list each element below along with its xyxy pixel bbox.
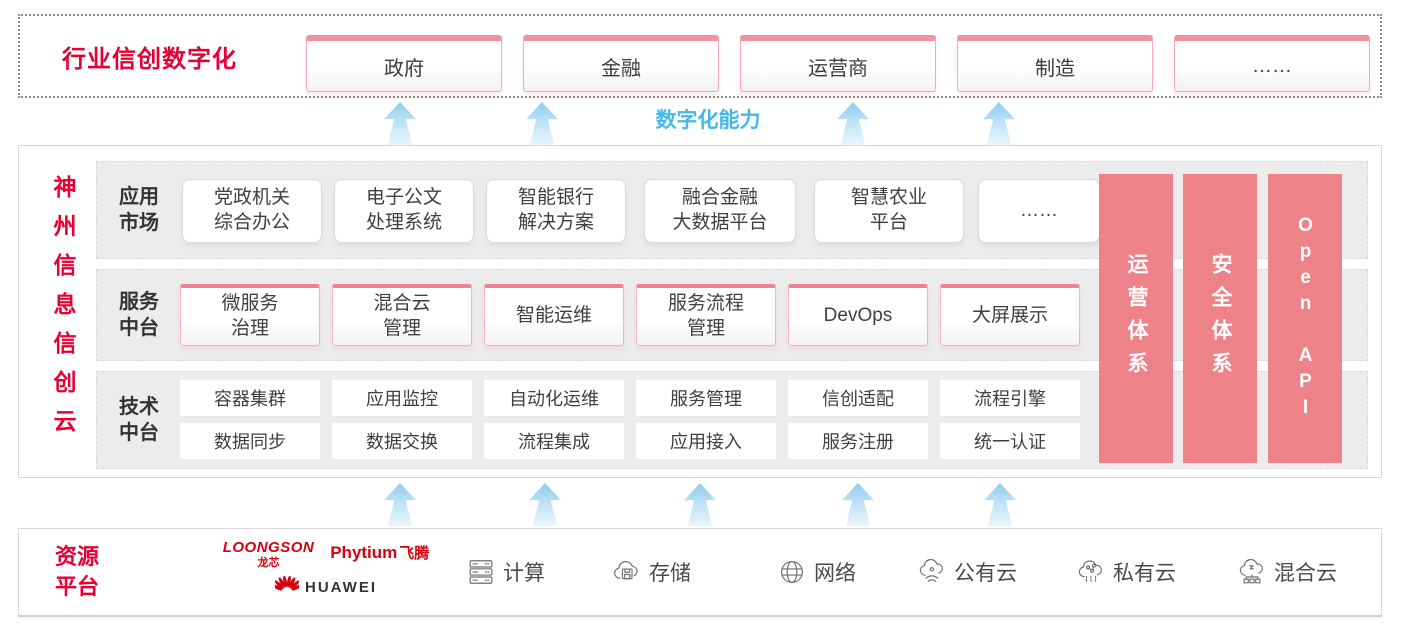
pillar-security: 安全体系 xyxy=(1183,174,1257,463)
up-arrow-icon xyxy=(529,483,561,526)
pillar-operations: 运营体系 xyxy=(1099,174,1173,463)
tech-card: 流程集成 xyxy=(484,423,624,459)
app-card: 电子公文 处理系统 xyxy=(334,179,474,243)
tech-card: 统一认证 xyxy=(940,423,1080,459)
tech-card: 应用监控 xyxy=(332,380,472,416)
tech-middle-panel: 技术 中台 容器集群 应用监控 自动化运维 服务管理 信创适配 流程引擎 数据同… xyxy=(96,371,1368,469)
storage-icon xyxy=(612,557,642,587)
app-card: 党政机关 综合办公 xyxy=(182,179,322,243)
tech-card: 服务注册 xyxy=(788,423,928,459)
huawei-logo: HUAWEI xyxy=(271,575,377,600)
pillar-open-api: Open API xyxy=(1268,174,1342,463)
up-arrow-icon xyxy=(842,483,874,526)
up-arrow-icon xyxy=(983,102,1015,145)
service-middle-panel: 服务 中台 微服务 治理 混合云 管理 智能运维 服务流程 管理 DevOps … xyxy=(96,269,1368,361)
up-arrow-icon xyxy=(984,483,1016,526)
resource-item-private-cloud: 私有云 xyxy=(1076,529,1176,615)
tech-middle-label: 技术 中台 xyxy=(119,396,159,444)
service-middle-label: 服务 中台 xyxy=(119,291,159,339)
platform-side-title: 神州信息信创云 xyxy=(50,175,76,448)
tech-card: 信创适配 xyxy=(788,380,928,416)
platform-box: 神州信息信创云 应用 市场 党政机关 综合办公 电子公文 处理系统 智能银行 解… xyxy=(18,145,1382,478)
tech-card: 数据同步 xyxy=(180,423,320,459)
hybrid-cloud-icon xyxy=(1237,557,1267,587)
resource-item-compute: 计算 xyxy=(466,529,545,615)
industry-card-government: 政府 xyxy=(306,35,502,92)
private-cloud-icon xyxy=(1076,557,1106,587)
resource-platform-label: 资源 平台 xyxy=(55,544,100,599)
app-card: 智慧农业 平台 xyxy=(814,179,964,243)
industry-card-finance: 金融 xyxy=(523,35,719,92)
resource-item-storage: 存储 xyxy=(612,529,691,615)
service-card: 混合云 管理 xyxy=(332,284,472,346)
tech-card: 容器集群 xyxy=(180,380,320,416)
app-card: 融合金融 大数据平台 xyxy=(644,179,796,243)
tech-card: 自动化运维 xyxy=(484,380,624,416)
up-arrow-icon xyxy=(384,483,416,526)
loongson-logo: LOONGSON 龙芯 xyxy=(222,539,315,569)
resource-item-public-cloud: 公有云 xyxy=(917,529,1017,615)
huawei-flower-icon xyxy=(271,575,303,600)
tech-card: 数据交换 xyxy=(332,423,472,459)
app-market-panel: 应用 市场 党政机关 综合办公 电子公文 处理系统 智能银行 解决方案 融合金融… xyxy=(96,161,1368,259)
up-arrow-icon xyxy=(837,102,869,145)
service-card: DevOps xyxy=(788,284,928,346)
industry-banner: 行业信创数字化 政府 金融 运营商 制造 …… xyxy=(18,14,1382,98)
service-card: 微服务 治理 xyxy=(180,284,320,346)
tech-card: 应用接入 xyxy=(636,423,776,459)
app-card-more: …… xyxy=(978,179,1100,243)
public-cloud-icon xyxy=(917,557,947,587)
app-market-label: 应用 市场 xyxy=(119,186,159,234)
industry-card-manufacturing: 制造 xyxy=(957,35,1153,92)
app-card: 智能银行 解决方案 xyxy=(486,179,626,243)
resource-item-network: 网络 xyxy=(777,529,856,615)
industry-card-operator: 运营商 xyxy=(740,35,936,92)
up-arrow-icon xyxy=(684,483,716,526)
industry-card-more: …… xyxy=(1174,35,1370,92)
resource-item-hybrid-cloud: 混合云 xyxy=(1237,529,1337,615)
service-card: 服务流程 管理 xyxy=(636,284,776,346)
up-arrow-icon xyxy=(384,102,416,145)
industry-banner-title: 行业信创数字化 xyxy=(62,45,237,73)
network-icon xyxy=(777,557,807,587)
compute-icon xyxy=(466,557,496,587)
service-card: 智能运维 xyxy=(484,284,624,346)
tech-card: 服务管理 xyxy=(636,380,776,416)
up-arrow-icon xyxy=(526,102,558,145)
service-card: 大屏展示 xyxy=(940,284,1080,346)
capability-label: 数字化能力 xyxy=(655,109,761,132)
tech-card: 流程引擎 xyxy=(940,380,1080,416)
